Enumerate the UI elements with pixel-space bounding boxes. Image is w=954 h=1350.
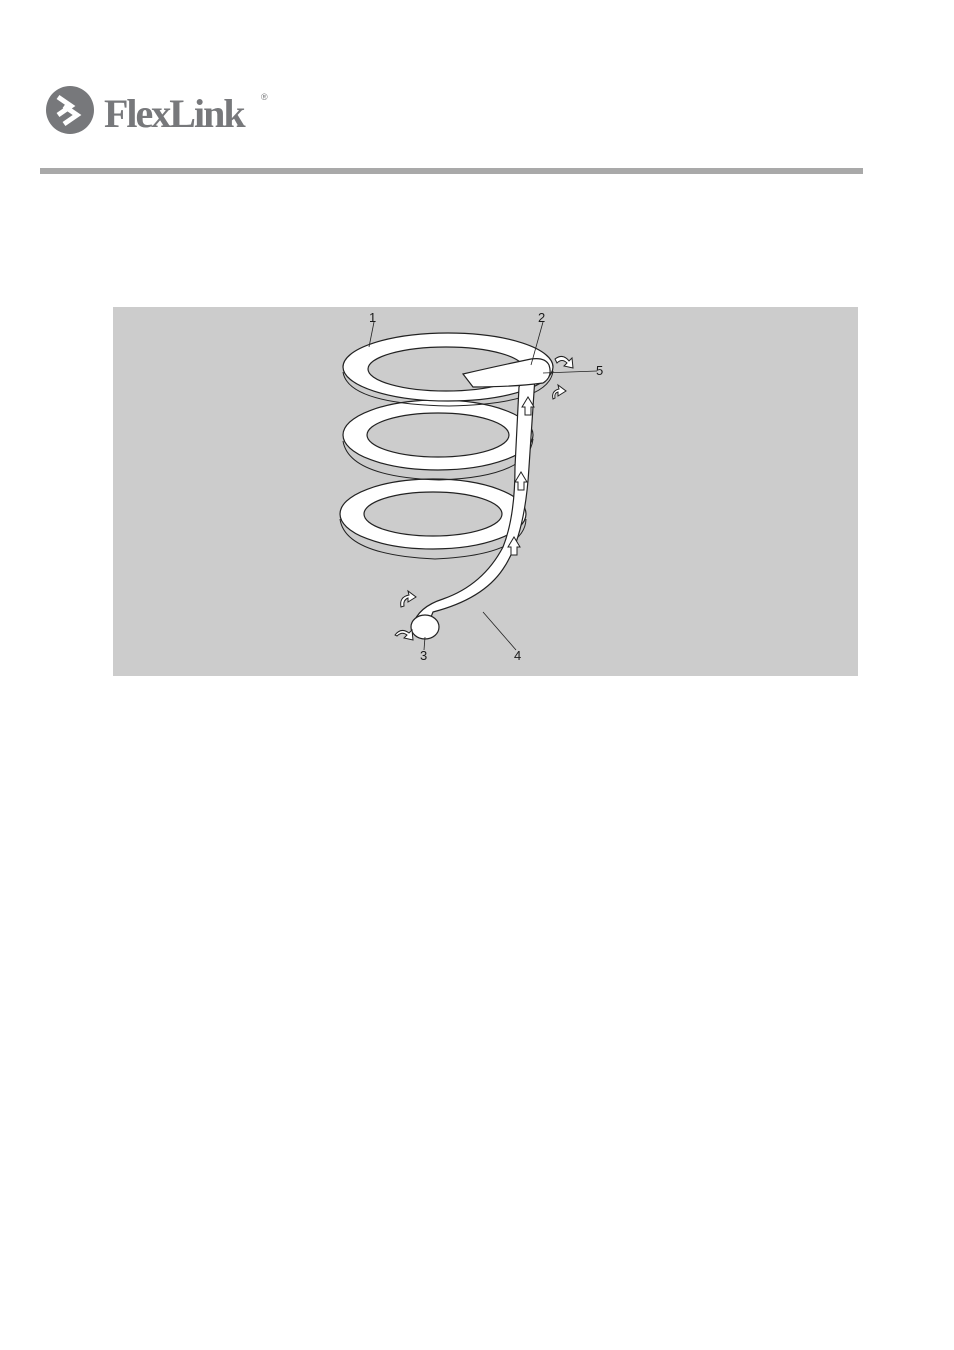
brand-name: FlexLink	[104, 90, 244, 137]
callout-4: 4	[514, 649, 521, 662]
page-header: FlexLink ®	[0, 0, 954, 180]
callout-1: 1	[369, 311, 376, 324]
header-rule	[40, 168, 863, 174]
spiral-conveyor-illustration	[113, 307, 858, 676]
flexlink-chevron-icon	[44, 84, 100, 140]
registered-mark: ®	[261, 92, 268, 102]
spiral-figure: 1 2 5 3 4	[113, 307, 858, 676]
flexlink-logo: FlexLink ®	[44, 84, 284, 140]
callout-3: 3	[420, 649, 427, 662]
callout-5: 5	[596, 364, 603, 377]
callout-2: 2	[538, 311, 545, 324]
